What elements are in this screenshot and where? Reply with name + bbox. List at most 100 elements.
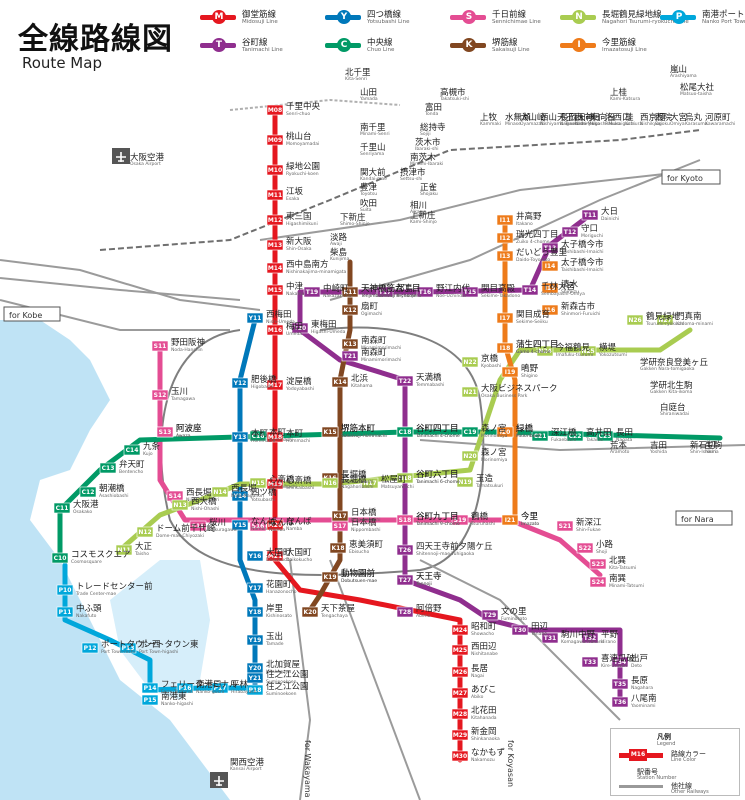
station-p17[interactable]: P17 [211,682,229,694]
station-n17[interactable]: N17 [361,477,379,489]
station-y18[interactable]: Y18 [246,606,264,618]
station-c13[interactable]: C13 [99,462,117,474]
station-p13[interactable]: P13 [119,642,137,654]
station-m17[interactable]: M17 [266,379,284,391]
station-s13[interactable]: S13 [156,426,174,438]
station-m24[interactable]: M24 [451,624,469,636]
station-t17[interactable]: T17 [376,286,394,298]
station-k17[interactable]: K17 [331,510,349,522]
station-i16[interactable]: I16 [541,304,559,316]
station-p16[interactable]: P16 [176,682,194,694]
station-m14[interactable]: M14 [266,262,284,274]
station-i13[interactable]: I13 [496,250,514,262]
station-i20[interactable]: I20 [496,426,514,438]
station-i19[interactable]: I19 [501,366,519,378]
station-t32[interactable]: T32 [581,632,599,644]
station-m13[interactable]: M13 [266,239,284,251]
station-s23[interactable]: S23 [589,558,607,570]
station-t11[interactable]: T11 [581,209,599,221]
station-s12[interactable]: S12 [151,389,169,401]
station-t30[interactable]: T30 [511,624,529,636]
station-m09[interactable]: M09 [266,134,284,146]
station-n19[interactable]: N19 [456,476,474,488]
station-t36[interactable]: T36 [611,696,629,708]
station-p15[interactable]: P15 [141,694,159,706]
station-i11[interactable]: I11 [496,214,514,226]
station-m10[interactable]: M10 [266,164,284,176]
station-k14[interactable]: K14 [331,376,349,388]
station-c10[interactable]: C10 [51,552,69,564]
station-m21[interactable]: M21 [266,550,284,562]
station-n21[interactable]: N21 [461,386,479,398]
station-s15[interactable]: S15 [189,520,207,532]
station-t20[interactable]: T20 [291,322,309,334]
station-s19[interactable]: S19 [451,514,469,526]
station-y16[interactable]: Y16 [246,550,264,562]
station-n15[interactable]: N15 [249,477,267,489]
station-t28[interactable]: T28 [396,606,414,618]
station-t26[interactable]: T26 [396,544,414,556]
station-i18[interactable]: I18 [496,342,514,354]
station-m19[interactable]: M19 [266,478,284,490]
station-k20[interactable]: K20 [301,606,319,618]
station-s21[interactable]: S21 [556,520,574,532]
station-t35[interactable]: T35 [611,678,629,690]
station-s22[interactable]: S22 [576,542,594,554]
station-t22[interactable]: T22 [396,375,414,387]
station-t21[interactable]: T21 [341,350,359,362]
station-m12[interactable]: M12 [266,214,284,226]
station-i15[interactable]: I15 [541,282,559,294]
station-n22[interactable]: N22 [461,356,479,368]
station-c11[interactable]: C11 [53,502,71,514]
station-t12[interactable]: T12 [561,226,579,238]
station-n12[interactable]: N12 [136,526,154,538]
station-y19[interactable]: Y19 [246,634,264,646]
station-p12[interactable]: P12 [81,642,99,654]
station-t15[interactable]: T15 [461,286,479,298]
station-n18[interactable]: N18 [396,472,414,484]
station-s17[interactable]: S17 [331,520,349,532]
station-i21[interactable]: I21 [501,514,519,526]
station-y15[interactable]: Y15 [231,519,249,531]
station-t16[interactable]: T16 [416,286,434,298]
station-c12[interactable]: C12 [79,486,97,498]
station-c23[interactable]: C23 [596,430,614,442]
station-s16[interactable]: S16 [249,520,267,532]
station-y14[interactable]: Y14 [231,490,249,502]
station-t33[interactable]: T33 [581,656,599,668]
station-m26[interactable]: M26 [451,666,469,678]
station-k11[interactable]: K11 [341,286,359,298]
station-k12[interactable]: K12 [341,304,359,316]
station-c19[interactable]: C19 [461,426,479,438]
station-n24[interactable]: N24 [536,345,554,357]
station-n14[interactable]: N14 [211,486,229,498]
station-c22[interactable]: C22 [566,430,584,442]
station-m25[interactable]: M25 [451,644,469,656]
station-m16[interactable]: M16 [266,324,284,336]
station-c14[interactable]: C14 [123,444,141,456]
station-s11[interactable]: S11 [151,340,169,352]
station-t34[interactable]: T34 [611,656,629,668]
station-t29[interactable]: T29 [481,609,499,621]
station-n27[interactable]: N27 [656,314,674,326]
station-c21[interactable]: C21 [531,430,549,442]
station-c18[interactable]: C18 [396,426,414,438]
station-y11[interactable]: Y11 [246,312,264,324]
station-m08[interactable]: M08 [266,104,284,116]
station-c16[interactable]: C16 [249,430,267,442]
station-n20[interactable]: N20 [461,450,479,462]
station-k15[interactable]: K15 [321,426,339,438]
station-y21[interactable]: Y21 [246,672,264,684]
station-n16[interactable]: N16 [321,477,339,489]
station-t14[interactable]: T14 [521,284,539,296]
station-k13[interactable]: K13 [341,338,359,350]
station-n26[interactable]: N26 [626,314,644,326]
station-m27[interactable]: M27 [451,687,469,699]
station-m11[interactable]: M11 [266,189,284,201]
station-n11[interactable]: N11 [115,544,133,556]
station-m29[interactable]: M29 [451,729,469,741]
station-i17[interactable]: I17 [496,312,514,324]
station-s14[interactable]: S14 [166,490,184,502]
station-y17[interactable]: Y17 [246,582,264,594]
station-k19[interactable]: K19 [321,571,339,583]
